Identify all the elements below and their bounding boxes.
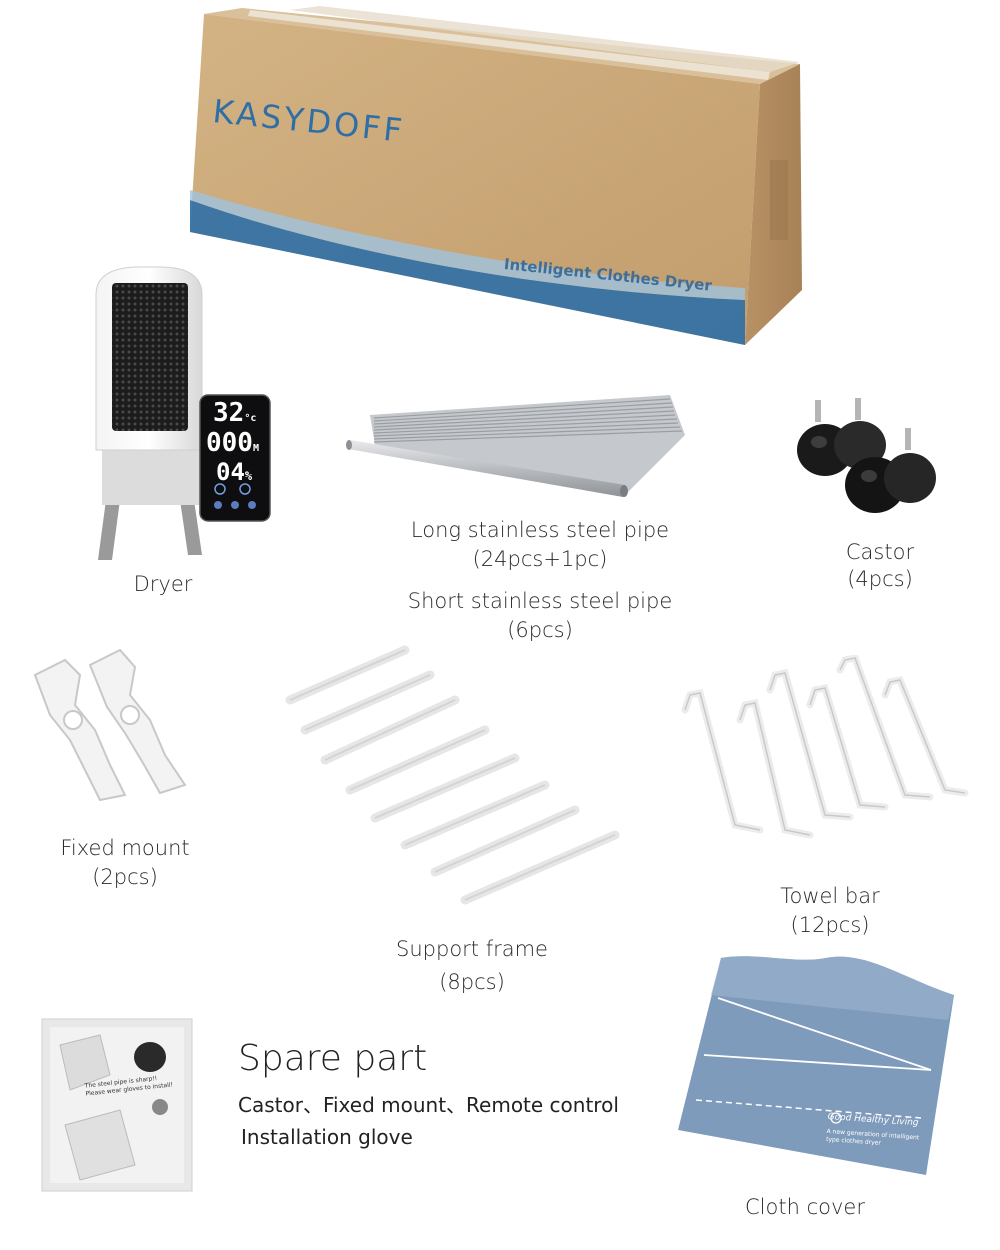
dryer-display-humidity: 04%	[216, 460, 252, 488]
fixed-mount-qty: (2pcs)	[92, 865, 158, 889]
time-value: 000	[206, 428, 253, 458]
temp-value: 32	[213, 398, 245, 428]
dryer-display-time: 000M	[206, 430, 259, 462]
dryer-unit-image	[95, 266, 271, 560]
castor-qty: (4pcs)	[847, 567, 913, 591]
cardboard-box	[190, 6, 802, 345]
fixed-mount-name: Fixed mount	[60, 836, 190, 860]
steel-pipes-image	[346, 395, 685, 497]
cloth-cover-print: Good Healthy Living A new generation of …	[826, 1112, 921, 1150]
support-frame-name: Support frame	[396, 937, 548, 961]
time-unit: M	[252, 443, 259, 454]
short-pipe-qty: (6pcs)	[507, 618, 573, 642]
support-frame-image	[285, 645, 620, 905]
towel-bar-qty: (12pcs)	[790, 913, 870, 937]
castors-image	[797, 398, 936, 513]
dryer-label: Dryer	[133, 572, 193, 596]
humidity-unit: %	[244, 469, 253, 483]
cloth-cover-image	[678, 956, 954, 1175]
castor-name: Castor	[845, 540, 915, 564]
spare-part-line1: Castor、Fixed mount、Remote control	[238, 1093, 619, 1117]
spare-part-title: Spare part	[238, 1038, 428, 1079]
towel-bar-name: Towel bar	[780, 884, 880, 908]
cloth-cover-label: Cloth cover	[745, 1195, 865, 1219]
fixed-mount-image	[33, 648, 187, 802]
long-pipe-qty: (24pcs+1pc)	[472, 547, 608, 571]
dryer-display-temp: 32°c	[213, 400, 256, 432]
spare-parts-bag-image	[41, 1018, 193, 1192]
temp-unit: °c	[244, 413, 257, 424]
towel-bar-image	[681, 655, 969, 839]
long-pipe-name: Long stainless steel pipe	[410, 518, 670, 542]
short-pipe-name: Short stainless steel pipe	[407, 589, 673, 613]
spare-part-line2: Installation glove	[241, 1125, 413, 1149]
support-frame-qty: (8pcs)	[439, 970, 505, 994]
humidity-value: 04	[216, 458, 245, 486]
